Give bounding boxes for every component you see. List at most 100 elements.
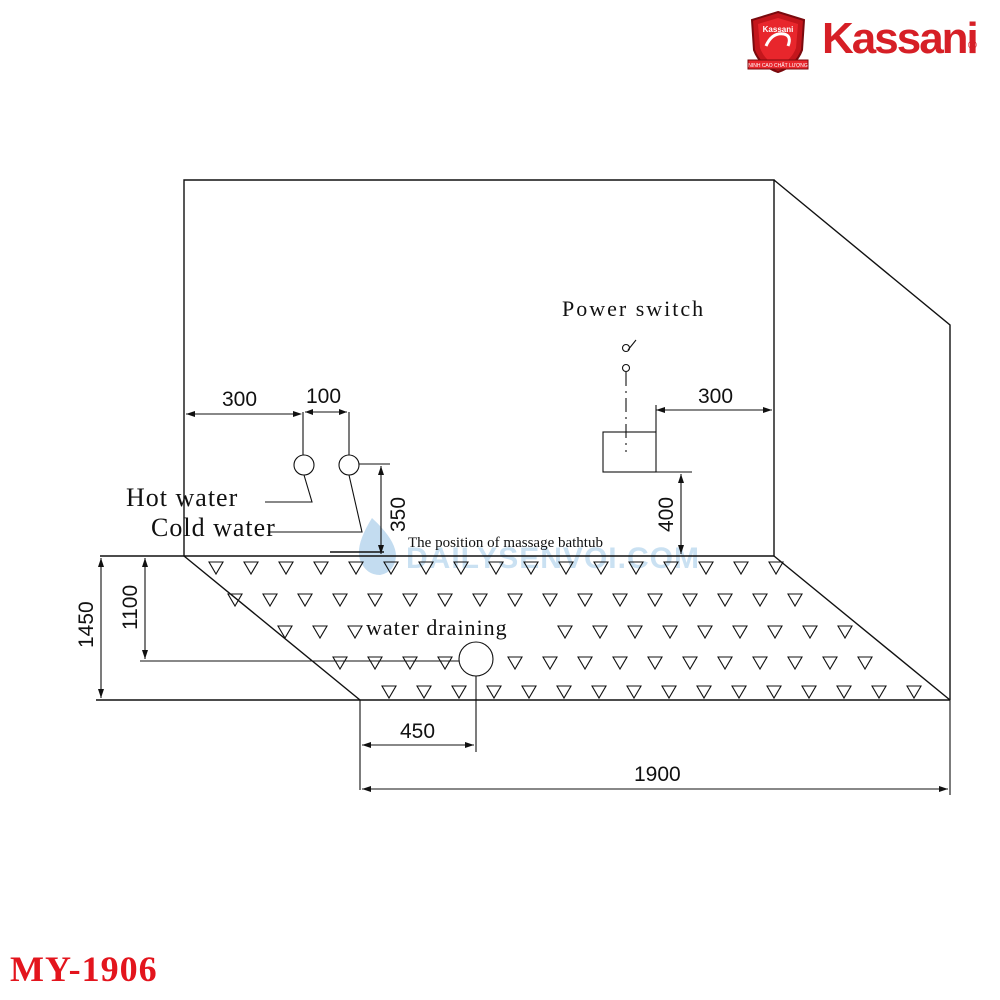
floor-tile-triangle — [453, 561, 469, 576]
floor-tile-triangle — [787, 656, 803, 671]
floor-tile-triangle — [717, 656, 733, 671]
floor-tile-triangle — [698, 561, 714, 576]
floor-tile-triangle — [416, 685, 432, 700]
dim-total-depth: 1450 — [75, 601, 98, 648]
floor-tile-triangle — [628, 561, 644, 576]
floor-tile-triangle — [383, 561, 399, 576]
floor-tile-triangle — [332, 656, 348, 671]
floor-tile-triangle — [451, 685, 467, 700]
floor-tile-triangle — [418, 561, 434, 576]
floor-tile-triangle — [437, 656, 453, 671]
cold-water-inlet — [338, 454, 360, 476]
floor-tile-triangle — [556, 685, 572, 700]
floor-tile-triangle — [577, 593, 593, 608]
floor-tile-triangle — [332, 593, 348, 608]
floor-tile-triangle — [227, 593, 243, 608]
floor-tile-triangle — [697, 625, 713, 640]
dim-hot-cold-spacing: 100 — [306, 385, 341, 408]
floor-tile-triangle — [717, 593, 733, 608]
hot-water-inlet — [293, 454, 315, 476]
floor-tile-triangle — [752, 656, 768, 671]
floor-tile-triangle — [486, 685, 502, 700]
floor-tile-triangle — [802, 625, 818, 640]
model-code: MY-1906 — [10, 949, 158, 989]
floor-tile-triangle — [612, 656, 628, 671]
floor-tile-triangle — [277, 625, 293, 640]
floor-tile-triangle — [592, 625, 608, 640]
dim-drain-offset: 450 — [400, 720, 435, 743]
water-drop-watermark-icon — [358, 518, 396, 575]
floor-tile-triangle — [733, 561, 749, 576]
floor-tile-triangle — [647, 656, 663, 671]
floor-tile-triangle — [208, 561, 224, 576]
floor-tile-triangle — [297, 593, 313, 608]
floor-tile-triangle — [312, 625, 328, 640]
floor-tile-triangle — [822, 656, 838, 671]
power-switch-symbol — [621, 339, 637, 452]
floor-tile-triangle — [262, 593, 278, 608]
floor-tile-triangle — [626, 685, 642, 700]
dim-pipe-height: 350 — [387, 497, 410, 532]
dim-hot-from-wall: 300 — [222, 388, 257, 411]
floor-tile-triangle — [627, 625, 643, 640]
floor-tile-triangle — [437, 593, 453, 608]
floor-tile-triangle — [488, 561, 504, 576]
floor-tile-triangle — [521, 685, 537, 700]
floor-tile-triangle — [801, 685, 817, 700]
dim-switch-from-wall: 300 — [698, 385, 733, 408]
floor-tile-triangle — [593, 561, 609, 576]
floor-tile-triangle — [752, 593, 768, 608]
floor-tile-triangle — [507, 656, 523, 671]
label-water-draining: water draining — [366, 615, 508, 640]
water-drain — [458, 641, 494, 677]
brand-registered-mark: ® — [968, 38, 977, 52]
floor-tile-triangle — [682, 593, 698, 608]
floor-tile-triangle — [542, 593, 558, 608]
floor-tile-triangle — [507, 593, 523, 608]
label-power-switch: Power switch — [562, 296, 705, 321]
floor-tile-triangle — [591, 685, 607, 700]
label-hot-water: Hot water — [126, 483, 238, 512]
floor-tile-triangle — [381, 685, 397, 700]
floor-tile-triangle — [557, 625, 573, 640]
floor-tile-triangle — [857, 656, 873, 671]
dim-drain-depth: 1100 — [119, 585, 142, 630]
floor-tile-triangle — [732, 625, 748, 640]
floor-tile-triangle — [558, 561, 574, 576]
floor-tile-triangle — [472, 593, 488, 608]
floor-tile-triangle — [402, 656, 418, 671]
floor-tile-triangle — [836, 685, 852, 700]
floor-tile-triangle — [577, 656, 593, 671]
floor-tile-triangle — [837, 625, 853, 640]
watermark-text: DAILYSENVOI.COM — [406, 542, 700, 575]
floor-tile-triangle — [661, 685, 677, 700]
floor-tile-triangle — [542, 656, 558, 671]
floor-tile-triangle — [647, 593, 663, 608]
floor-tile-triangle — [348, 561, 364, 576]
floor-tile-triangle — [347, 625, 363, 640]
shield-brand-text: Kassani — [763, 25, 794, 34]
floor-tile-triangle — [906, 685, 922, 700]
dim-switch-height: 400 — [655, 497, 678, 532]
bathtub-floor-outline — [96, 551, 951, 701]
floor-tile-triangle — [768, 561, 784, 576]
floor-tile-triangle — [696, 685, 712, 700]
floor-tile-triangle — [278, 561, 294, 576]
dim-total-length: 1900 — [634, 763, 681, 786]
floor-tile-triangle — [766, 685, 782, 700]
floor-tile-pattern — [208, 561, 922, 700]
floor-tile-triangle — [662, 625, 678, 640]
floor-tile-triangle — [367, 656, 383, 671]
brand-name: Kassani — [822, 14, 979, 63]
label-bathtub-position: The position of massage bathtub — [408, 535, 603, 551]
floor-tile-triangle — [767, 625, 783, 640]
dimension-lines — [98, 405, 951, 795]
floor-tile-triangle — [523, 561, 539, 576]
shield-ribbon-text: NINH CAO CHẤT LƯỢNG — [748, 62, 808, 69]
floor-tile-triangle — [871, 685, 887, 700]
floor-tile-triangle — [402, 593, 418, 608]
floor-tile-triangle — [663, 561, 679, 576]
floor-tile-triangle — [612, 593, 628, 608]
kassani-shield-logo: Kassani NINH CAO CHẤT LƯỢNG — [747, 10, 809, 74]
